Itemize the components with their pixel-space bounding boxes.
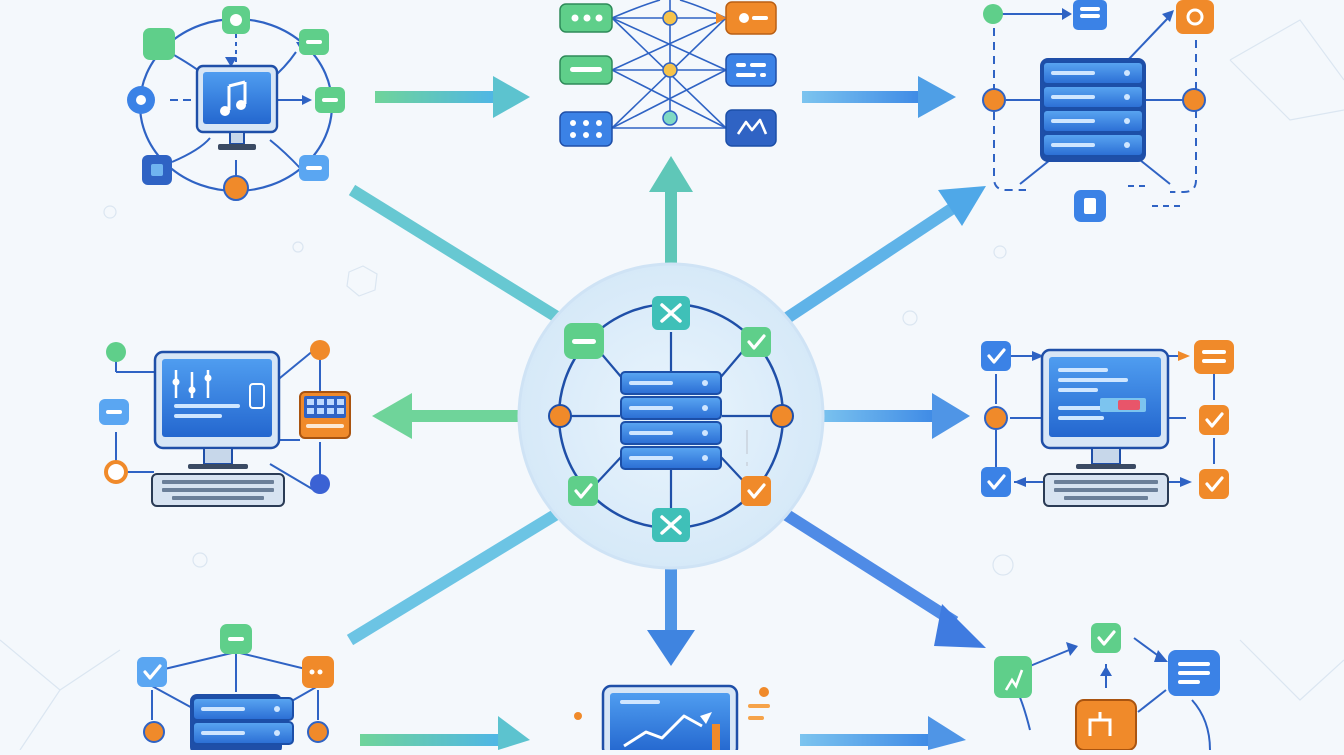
mesh-right-node-3 [725,109,777,147]
hub-node-top [652,296,690,330]
mesh-left-node-2 [559,55,613,85]
arrow-chart-to-bottom-right [800,716,966,750]
music-node-top [222,6,250,34]
server-node-top-right [1176,0,1214,34]
chart-dot-top [759,687,769,697]
bottom-left-check [135,655,169,689]
mesh-center-dot-3 [662,110,678,126]
central-hub [517,262,825,570]
hub-node-bottom [652,508,690,542]
hub-dot-left [548,404,572,428]
music-node-right [315,87,345,113]
bottom-right-node-right [1168,650,1220,696]
chart-dash-2 [748,716,764,720]
music-node-bottom-left [142,155,172,185]
arrow-hub-up-to-mesh [649,156,693,282]
hub-dot-right [770,404,794,428]
music-node-bottom-right [299,155,329,181]
right-desktop-computer-icon [1040,348,1170,507]
hub-check-bottom-left [566,474,600,508]
arrow-hub-to-right-desktop [818,393,970,439]
server-node-bottom [1074,190,1106,222]
bottom-left-server-icon [190,694,294,754]
hub-node-top-left [564,323,604,359]
right-desktop-check-bottom-right [1197,467,1231,501]
left-desktop-computer-icon [151,350,285,507]
right-desktop-check-right [1197,403,1231,437]
bottom-right-node-left [994,656,1032,698]
music-node-top-left [143,28,175,60]
mesh-left-node-3 [559,111,613,147]
left-desktop-dot-bottom-right [310,474,330,494]
line-chart-icon [623,714,703,748]
bottom-left-node-top [220,624,252,654]
arrow-mesh-to-server [802,76,956,118]
mesh-center-dot-2 [662,62,678,78]
left-desktop-dot-green [106,342,126,362]
music-monitor-cluster [127,6,345,201]
mesh-center-dot-1 [662,10,678,26]
chart-monitor-icon [601,684,739,755]
chart-monitor-cluster [574,684,770,755]
left-desktop-panel-icon [299,391,351,439]
right-desktop-check-bottom-left [979,465,1013,499]
right-desktop-check-top-left [979,339,1013,373]
bottom-right-cluster [994,621,1220,751]
server-dot-left [982,88,1006,112]
left-desktop-dot-orange [104,460,128,484]
server-rack-icon [1040,58,1146,162]
arrow-music-to-mesh [375,76,530,118]
bottom-left-node-right [302,656,334,688]
bottom-right-check-top [1089,621,1123,655]
mesh-right-node-1 [725,1,777,35]
background-decoration [0,19,1344,751]
arrow-bottom-left-to-chart [360,716,530,750]
chart-dash-1 [748,704,770,708]
right-desktop-dot-left [984,406,1008,430]
mesh-right-node-2 [725,53,777,87]
left-desktop-node-left [99,399,129,425]
bottom-left-server-cluster [135,624,334,754]
server-dot-right [1182,88,1206,112]
music-node-left [127,86,155,114]
mesh-network-cluster [559,0,777,147]
music-node-bottom [223,175,249,201]
server-node-top [1073,0,1107,30]
bottom-left-dot-left [143,721,165,743]
bottom-right-center-icon [1075,699,1137,751]
left-desktop-cluster [99,340,351,507]
bottom-left-dot-right [307,721,329,743]
hub-check-bottom-right [739,474,773,508]
chart-dot-left [574,712,582,720]
arrow-hub-to-server [783,186,986,324]
arrow-hub-to-left-desktop [372,393,524,439]
server-node-top-left [983,4,1003,24]
music-node-top-right [299,29,329,55]
arrow-hub-to-bottom-left [346,506,564,646]
music-monitor-icon [195,64,279,150]
hub-check-top-right [739,325,773,359]
left-desktop-dot-top-right [310,340,330,360]
server-cluster [982,0,1214,222]
right-desktop-cluster [979,339,1234,507]
right-desktop-node-top-right [1194,340,1234,374]
mesh-left-node-1 [559,3,613,33]
arrow-hub-to-bottom-right [778,506,986,648]
arrow-hub-down-to-chart [647,560,695,666]
arrow-music-to-hub [348,184,569,328]
flow-arrows [346,76,986,750]
